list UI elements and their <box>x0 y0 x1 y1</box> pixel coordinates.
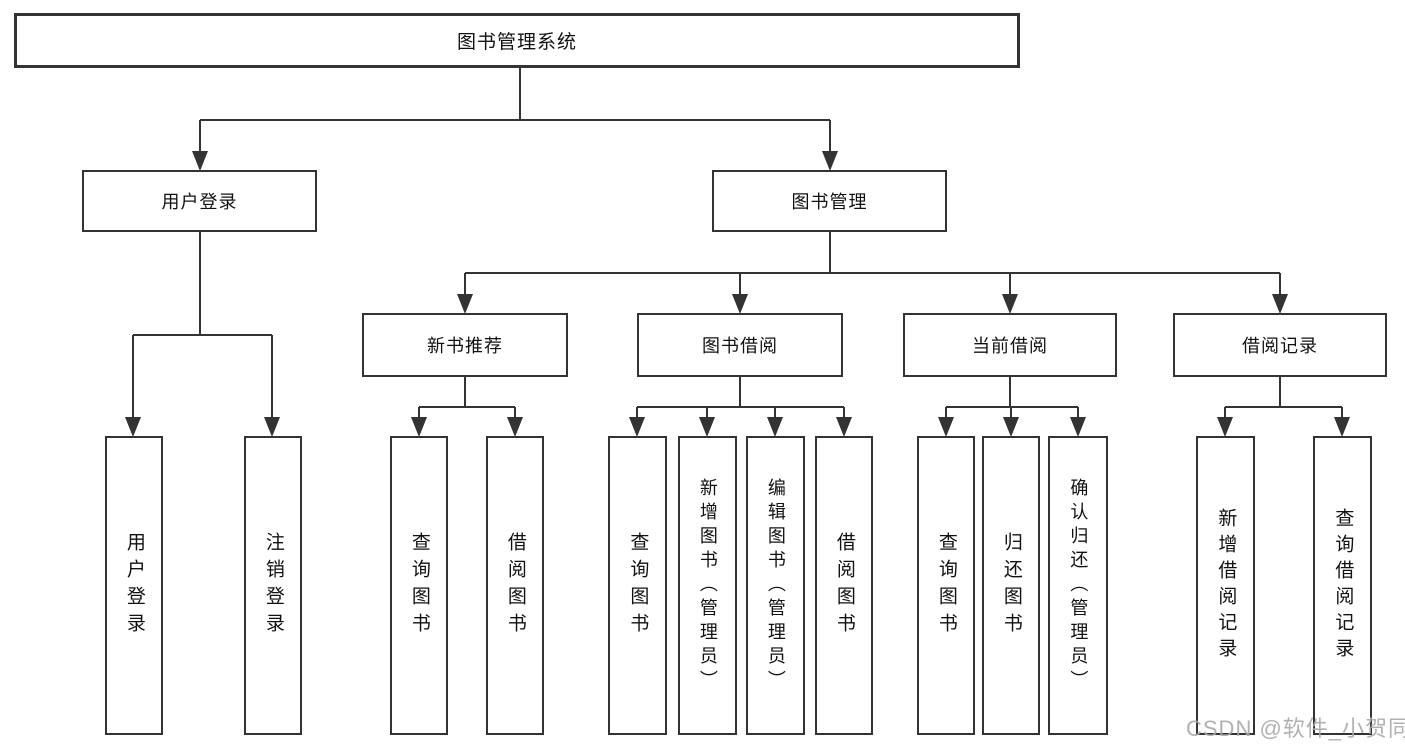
node-label: 归还图书 <box>1000 531 1022 640</box>
node-label: 确认归还（管理员） <box>1068 477 1089 694</box>
arrowhead-icons <box>125 151 1350 437</box>
leaf-add-book-admin: 新增图书（管理员） <box>678 436 737 735</box>
node-user-login: 用户登录 <box>82 170 317 232</box>
connector-lines <box>132 68 1343 419</box>
node-root-system: 图书管理系统 <box>14 13 1020 68</box>
leaf-query-borrow-record: 查询借阅记录 <box>1313 436 1372 735</box>
node-label: 查询图书 <box>935 531 957 640</box>
node-label: 当前借阅 <box>972 336 1048 356</box>
node-current-borrowing: 当前借阅 <box>903 313 1117 377</box>
node-label: 查询图书 <box>408 531 430 640</box>
node-label: 图书借阅 <box>702 336 778 356</box>
node-label: 用户登录 <box>161 192 238 212</box>
leaf-user-login: 用户登录 <box>105 436 163 735</box>
leaf-borrow-book-under-recommend: 借阅图书 <box>486 436 544 735</box>
node-label: 注销登录 <box>262 531 284 640</box>
leaf-query-book-under-recommend: 查询图书 <box>390 436 448 735</box>
node-label: 用户登录 <box>123 531 145 640</box>
node-label: 编辑图书（管理员） <box>765 477 786 694</box>
node-label: 新书推荐 <box>427 336 503 356</box>
leaf-return-book: 归还图书 <box>982 436 1040 735</box>
leaf-borrow-book-under-borrowing: 借阅图书 <box>815 436 873 735</box>
node-label: 查询借阅记录 <box>1332 507 1354 664</box>
node-borrowing-records: 借阅记录 <box>1173 313 1387 377</box>
leaf-query-book-under-current: 查询图书 <box>917 436 975 735</box>
leaf-confirm-return-admin: 确认归还（管理员） <box>1048 436 1108 735</box>
node-label: 图书管理 <box>791 192 868 212</box>
leaf-edit-book-admin: 编辑图书（管理员） <box>746 436 805 735</box>
leaf-logout: 注销登录 <box>244 436 302 735</box>
node-label: 借阅记录 <box>1242 336 1318 356</box>
node-label: 借阅图书 <box>833 531 855 640</box>
node-label: 图书管理系统 <box>456 32 577 53</box>
leaf-query-book-under-borrowing: 查询图书 <box>608 436 667 735</box>
node-new-book-recommend: 新书推荐 <box>362 313 568 377</box>
node-book-management: 图书管理 <box>712 170 947 232</box>
leaf-add-borrow-record: 新增借阅记录 <box>1196 436 1255 735</box>
node-book-borrowing: 图书借阅 <box>637 313 843 377</box>
node-label: 新增借阅记录 <box>1215 507 1237 664</box>
node-label: 查询图书 <box>627 531 649 640</box>
node-label: 新增图书（管理员） <box>697 477 718 694</box>
node-label: 借阅图书 <box>504 531 526 640</box>
csdn-watermark: CSDN @软件_小贺同学 <box>1186 716 1405 741</box>
